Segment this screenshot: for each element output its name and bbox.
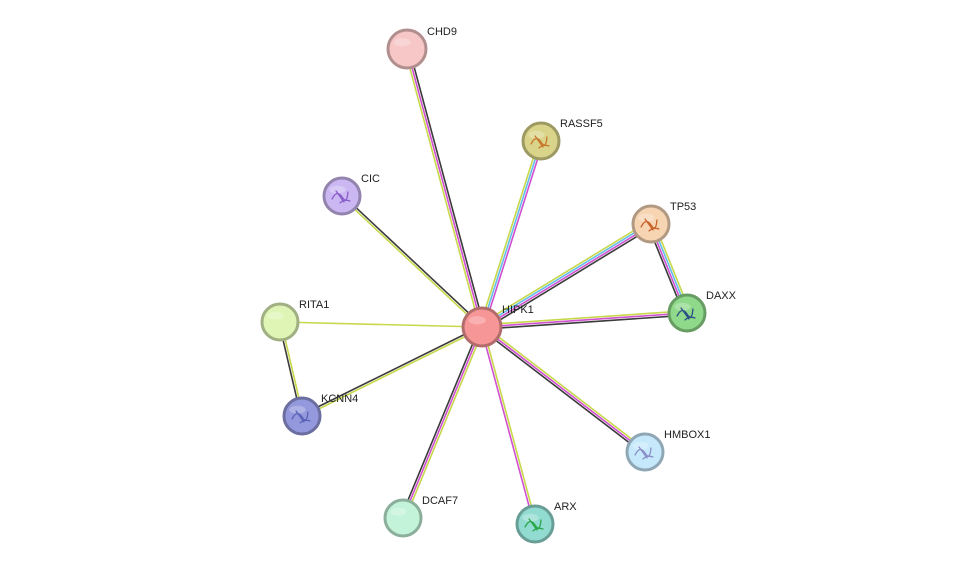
node-hmbox1[interactable]: HMBOX1 <box>625 429 710 472</box>
edge-strand <box>483 140 544 329</box>
node-highlight <box>329 185 346 194</box>
node-label-rita1: RITA1 <box>299 299 329 311</box>
node-cic[interactable]: CIC <box>322 173 380 216</box>
node-rassf5[interactable]: RASSF5 <box>521 118 603 161</box>
edge-hipk1-tp53[interactable] <box>479 220 654 331</box>
protein-structure-icon <box>634 446 654 460</box>
edge-strand <box>482 226 654 331</box>
edge-hipk1-rassf5[interactable] <box>479 139 544 329</box>
edge-hipk1-chd9[interactable] <box>404 47 485 329</box>
edge-strand <box>481 140 542 328</box>
node-circle[interactable] <box>260 302 300 342</box>
edge-hipk1-rita1[interactable] <box>279 321 483 328</box>
edge-strand <box>480 222 652 327</box>
edge-hipk1-cic[interactable] <box>340 194 484 329</box>
edge-strand <box>479 220 651 325</box>
edge-strand <box>481 312 688 328</box>
node-highlight <box>289 405 306 414</box>
edge-strand <box>402 326 483 519</box>
edge-hipk1-arx[interactable] <box>480 325 537 526</box>
node-hipk1[interactable]: HIPK1 <box>461 304 534 348</box>
node-tp53[interactable]: TP53 <box>631 201 696 244</box>
node-label-tp53: TP53 <box>670 201 696 213</box>
edge-strand <box>406 48 483 328</box>
protein-structure-icon <box>640 218 660 232</box>
edge-hipk1-hmbox1[interactable] <box>479 324 648 455</box>
edge-strand <box>400 325 481 518</box>
edge-strand <box>404 327 485 520</box>
edge-strand <box>481 224 653 329</box>
edge-strand <box>479 327 645 455</box>
edge-strand <box>482 325 537 525</box>
edge-hipk1-kcnn4[interactable] <box>300 325 484 418</box>
node-highlight <box>468 316 486 325</box>
edge-strand <box>481 310 688 326</box>
protein-structure-icon <box>331 190 351 204</box>
edge-strand <box>340 196 483 329</box>
node-chd9[interactable]: CHD9 <box>386 26 457 70</box>
edge-strand <box>481 314 688 330</box>
node-label-hmbox1: HMBOX1 <box>664 429 710 441</box>
node-label-arx: ARX <box>554 501 577 513</box>
node-highlight <box>674 302 691 311</box>
node-highlight <box>638 213 655 222</box>
node-label-rassf5: RASSF5 <box>560 118 603 130</box>
node-arx[interactable]: ARX <box>515 501 577 544</box>
edge-strand <box>301 327 484 418</box>
edge-hipk1-dcaf7[interactable] <box>400 325 485 520</box>
node-label-hipk1: HIPK1 <box>502 304 534 316</box>
protein-structure-icon <box>524 518 544 532</box>
node-label-dcaf7: DCAF7 <box>422 495 458 507</box>
edge-strand <box>479 139 540 328</box>
node-highlight <box>267 311 284 320</box>
edge-strand <box>341 194 484 327</box>
edge-strand <box>404 48 481 329</box>
node-kcnn4[interactable]: KCNN4 <box>282 393 358 436</box>
edge-strand <box>480 326 535 526</box>
edge-strand <box>482 324 648 452</box>
node-highlight <box>393 38 411 47</box>
node-highlight <box>390 507 407 516</box>
edge-strand <box>408 47 485 328</box>
node-label-chd9: CHD9 <box>427 26 457 38</box>
node-highlight <box>632 441 649 450</box>
edge-strand <box>279 321 483 328</box>
edge-hipk1-daxx[interactable] <box>481 310 688 330</box>
protein-structure-icon <box>676 307 696 321</box>
node-daxx[interactable]: DAXX <box>667 290 737 333</box>
node-highlight <box>528 130 545 139</box>
protein-structure-icon <box>530 135 550 149</box>
node-circle[interactable] <box>386 28 428 70</box>
node-highlight <box>522 513 539 522</box>
node-circle[interactable] <box>383 498 423 538</box>
protein-structure-icon <box>291 410 311 424</box>
node-label-cic: CIC <box>361 173 380 185</box>
edge-strand <box>300 325 483 416</box>
network-edges <box>278 47 691 526</box>
node-label-daxx: DAXX <box>706 290 737 302</box>
node-label-kcnn4: KCNN4 <box>321 393 358 405</box>
node-dcaf7[interactable]: DCAF7 <box>383 495 458 538</box>
edge-strand <box>481 326 646 453</box>
node-rita1[interactable]: RITA1 <box>260 299 329 342</box>
node-circle[interactable] <box>461 306 503 348</box>
